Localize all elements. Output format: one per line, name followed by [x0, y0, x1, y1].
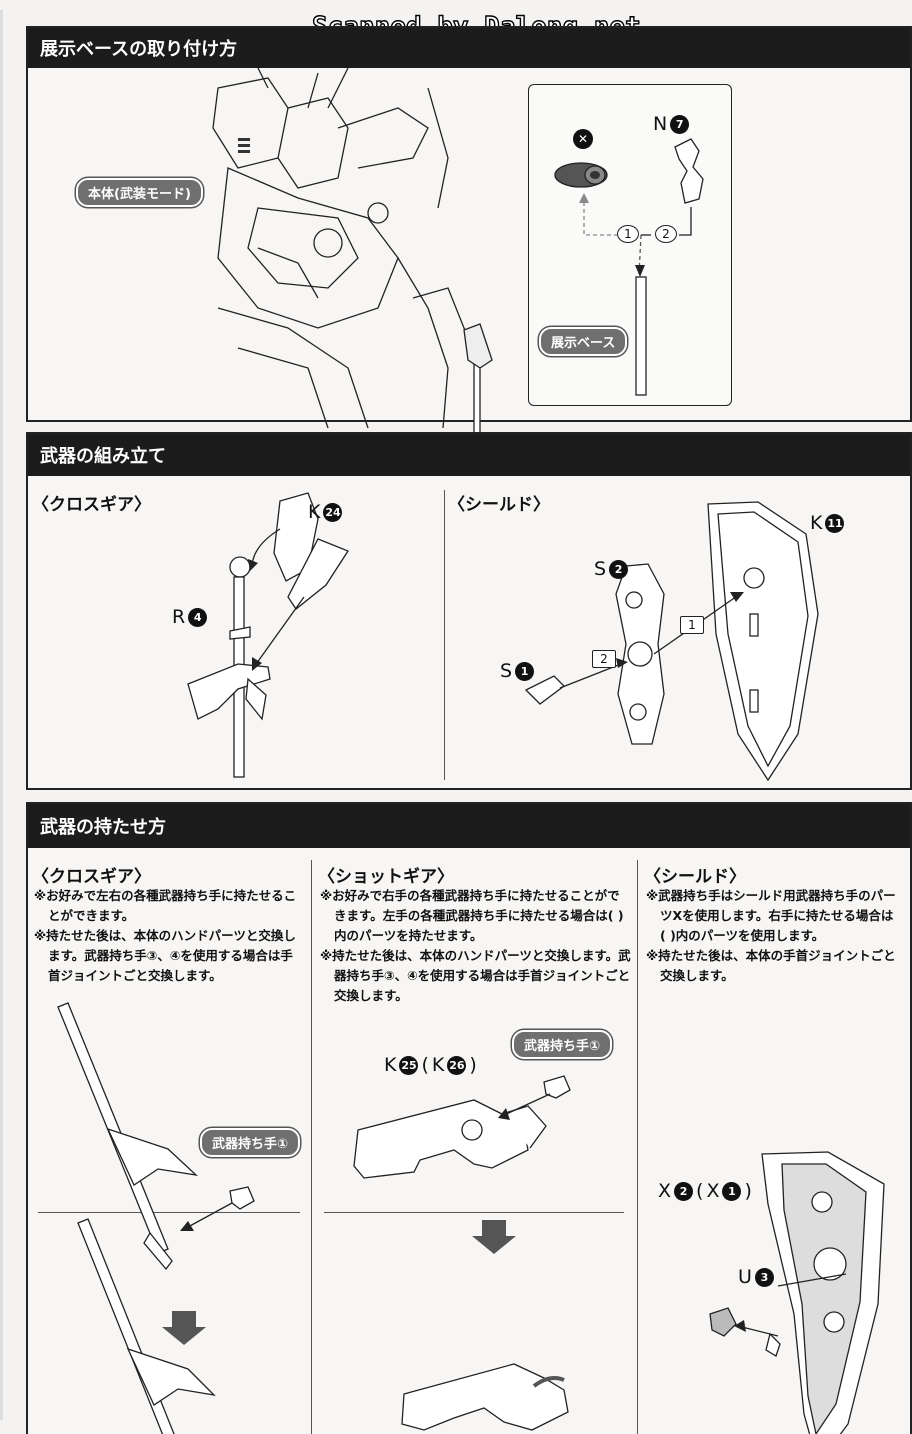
crossgear-hand-label: 武器持ち手①: [200, 1128, 301, 1157]
crossgear-assembly-illustration: [187, 492, 349, 778]
step-1-marker: 1: [617, 225, 639, 243]
section-weapon-holding: 武器の持たせ方 〈クロスギア〉 ※お好みで左右の各種武器持ち手に持たせることがで…: [26, 802, 912, 1434]
body-label: 本体(武装モード): [76, 178, 203, 207]
crossgear-title: 〈クロスギア〉: [32, 867, 151, 887]
shield-title: 〈シールド〉: [644, 867, 746, 887]
shield-holding-illustration: [709, 1151, 885, 1434]
section-title: 武器の持たせ方: [28, 804, 910, 848]
divider: [637, 860, 638, 1434]
display-base-label: 展示ベース: [539, 327, 628, 356]
crossgear-holding-illustration: [57, 1002, 255, 1434]
section-display-base: 展示ベースの取り付け方 本体(武装モード): [26, 26, 912, 439]
shield-title: 〈シールド〉: [448, 495, 550, 515]
x-mark-icon: ✕: [573, 129, 593, 149]
part-n-joint: [674, 138, 704, 204]
divider: [311, 860, 312, 1434]
shotgear-notes: ※お好みで右手の各種武器持ち手に持たせることができます。左手の各種武器持ち手に持…: [320, 888, 631, 1003]
shield-notes: ※武器持ち手はシールド用武器持ち手のパーツXを使用します。右手に持たせる場合は(…: [646, 888, 896, 983]
step-1-marker: 1: [680, 616, 704, 634]
shotgear-holding-illustration: [353, 1075, 571, 1431]
shotgear-hand-label: 武器持ち手①: [512, 1030, 613, 1059]
page-edge: [0, 10, 3, 1420]
crossgear-notes: ※お好みで左右の各種武器持ち手に持たせることができます。 ※持たせた後は、本体の…: [34, 888, 297, 983]
shield-assembly-illustration: [524, 501, 819, 782]
divider: [324, 1212, 624, 1213]
shotgear-title: 〈ショットギア〉: [318, 867, 454, 887]
divider: [444, 490, 445, 780]
divider: [38, 1212, 300, 1213]
robot-illustration: [212, 67, 493, 439]
assembly-arrows: [579, 193, 692, 396]
crossgear-title: 〈クロスギア〉: [32, 495, 151, 515]
step-2-marker: 2: [655, 225, 677, 243]
cap-part: [554, 162, 608, 188]
step-2-marker: 2: [592, 650, 616, 668]
section-title: 武器の組み立て: [28, 434, 910, 476]
section-title: 展示ベースの取り付け方: [28, 28, 910, 68]
